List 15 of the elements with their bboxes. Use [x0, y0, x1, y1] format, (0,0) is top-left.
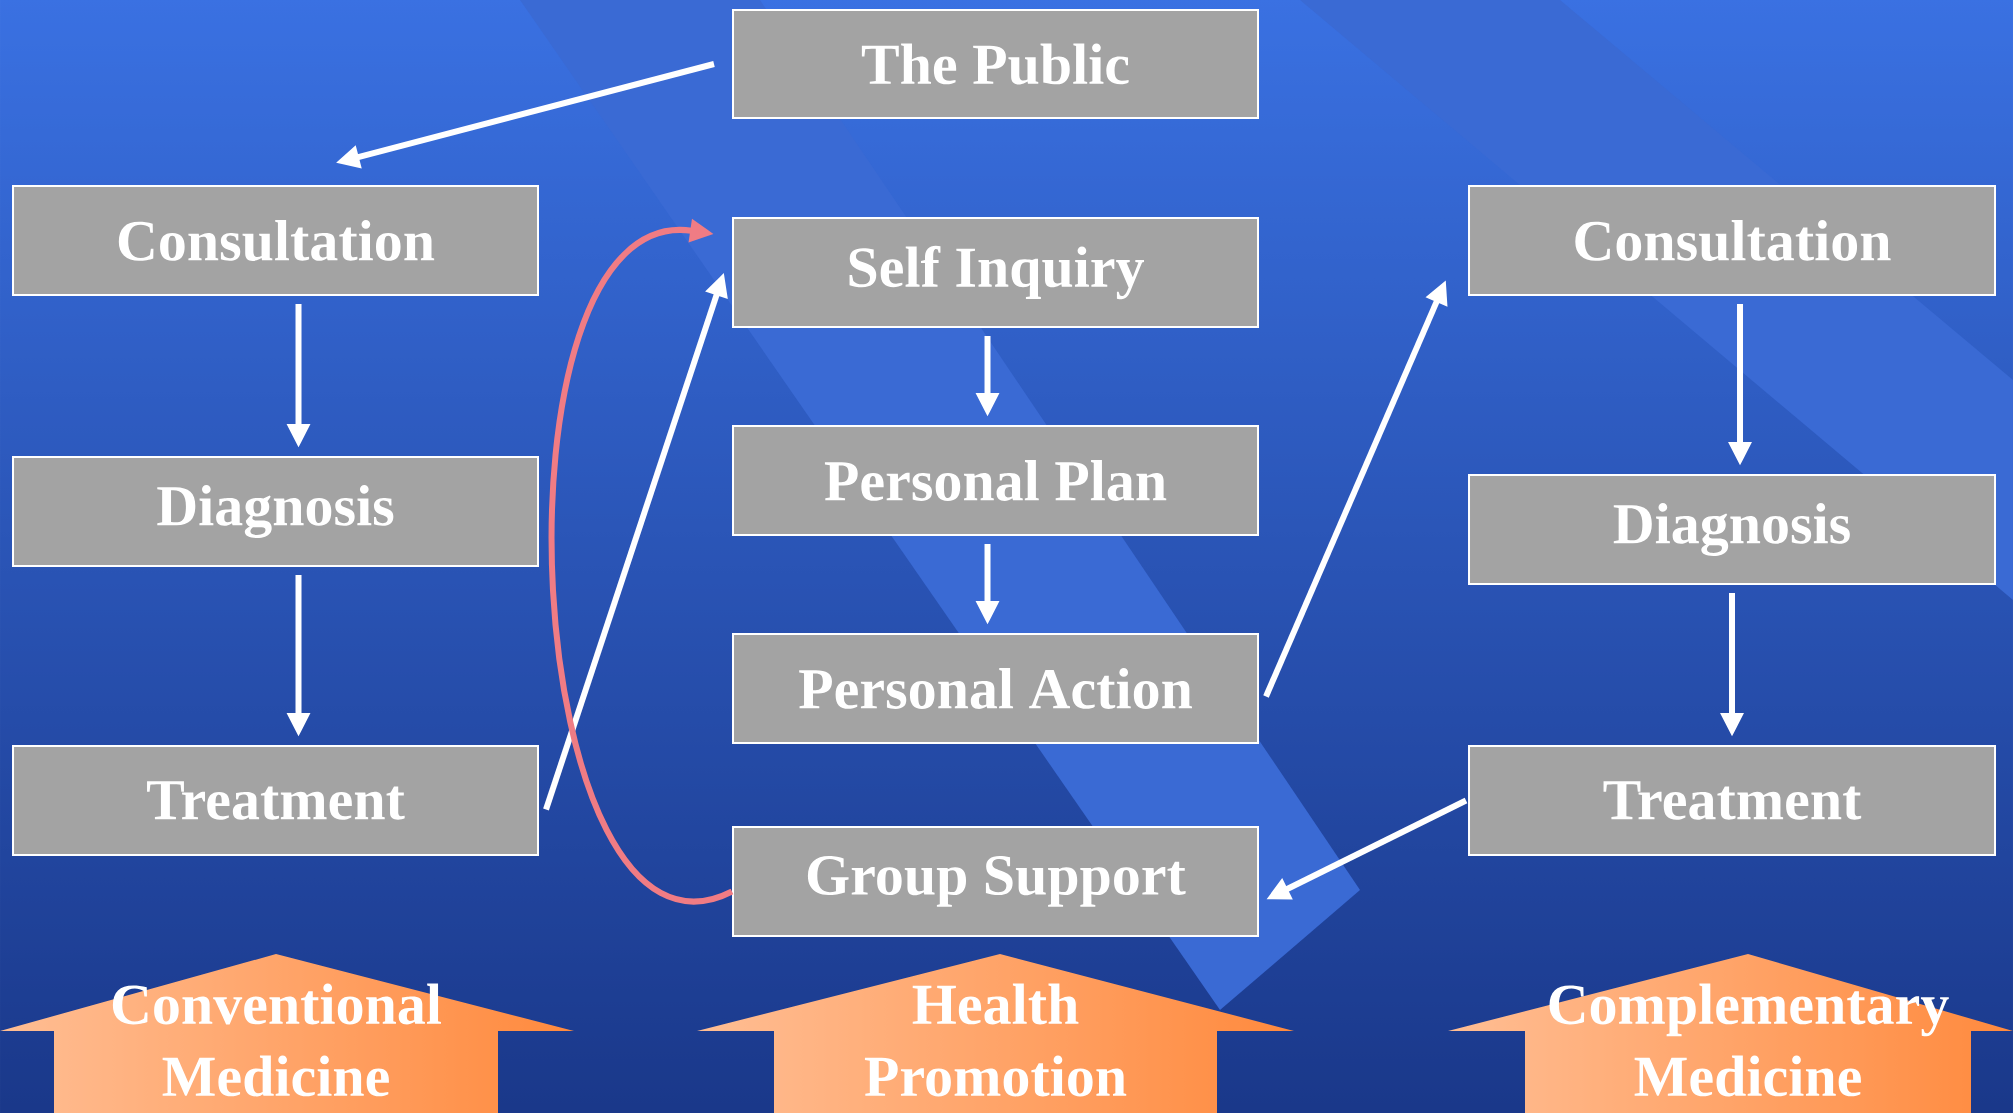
process-box: The Public — [732, 9, 1259, 119]
up-arrow: Health Promotion — [864, 983, 1127, 1097]
arrow — [549, 218, 733, 903]
process-box: Personal Plan — [732, 425, 1259, 536]
up-arrow: Conventional Medicine — [112, 983, 441, 1097]
process-box: Treatment — [12, 745, 539, 856]
up-arrow: Complementary Medicine — [1549, 983, 1949, 1097]
process-box: Diagnosis — [1468, 474, 1996, 585]
process-box: Group Support — [732, 826, 1259, 937]
process-box: Consultation — [1468, 185, 1996, 296]
process-box: Personal Action — [732, 633, 1259, 744]
process-box: Diagnosis — [12, 456, 539, 567]
process-box: Self Inquiry — [732, 217, 1259, 328]
process-box: Consultation — [12, 185, 539, 296]
process-box: Treatment — [1468, 745, 1996, 856]
